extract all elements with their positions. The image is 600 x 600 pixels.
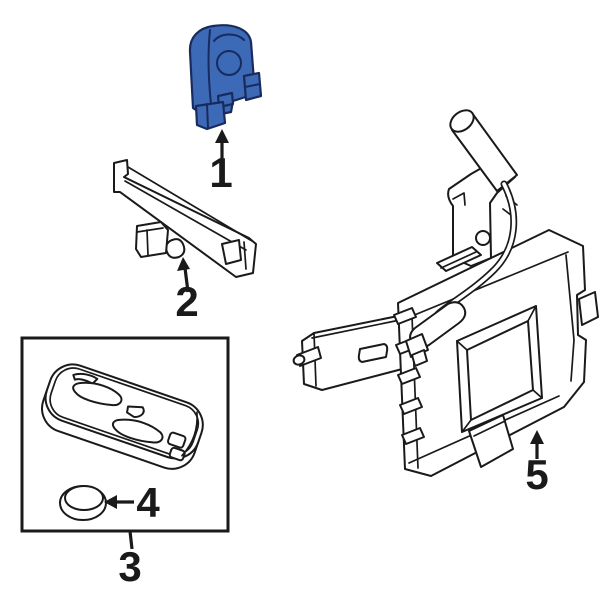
module-bracket-hole (475, 230, 491, 246)
module-bottom-connector-line (473, 420, 506, 437)
callout-5-arrow-head (530, 430, 544, 444)
callout-5[interactable]: 5 (525, 430, 549, 498)
callout-2-label: 2 (175, 278, 198, 325)
remote-face-seam (49, 367, 200, 456)
module-plug-nub (411, 349, 428, 367)
module-panel-corner-1 (456, 340, 468, 351)
part-2-antenna-assembly[interactable] (113, 159, 257, 278)
antenna-bar-end-line (243, 241, 247, 270)
part-1-connector-line (206, 103, 209, 129)
antenna-mount-block-edge (146, 229, 149, 256)
arm-slot (357, 343, 389, 363)
arm-length-line (311, 319, 401, 339)
part-5-control-module[interactable] (292, 106, 599, 477)
antenna-bar-chamfer-line (124, 180, 247, 251)
smart-key-remote[interactable] (36, 358, 210, 475)
module-clip-5 (401, 427, 425, 445)
part-1-highlighted-component[interactable] (188, 24, 263, 131)
module-right-tab (578, 291, 599, 326)
part-3-kit-box[interactable] (20, 336, 230, 533)
antenna-bar-crease-line (127, 166, 253, 242)
part-4-coin-battery[interactable] (59, 485, 107, 521)
remote-end-seam (181, 411, 198, 457)
module-clip-4 (399, 397, 423, 415)
antenna-bar-bump (165, 238, 186, 259)
callout-1-label: 1 (209, 149, 232, 196)
remote-lock-button (72, 381, 123, 407)
arm-stud-cap (292, 354, 306, 366)
module-panel-corner-2 (527, 305, 537, 322)
remote-ring-slot-upper (167, 431, 187, 449)
module-top-tab-line (440, 251, 477, 269)
module-panel-corner-4 (461, 419, 472, 433)
callout-3-label: 3 (118, 543, 141, 590)
callout-4[interactable]: 4 (104, 479, 160, 526)
antenna-mount-block-line (136, 227, 164, 233)
callout-4-label: 4 (136, 479, 160, 526)
remote-ring-slot-lower (168, 446, 186, 462)
part-1-face-arc (213, 33, 245, 42)
callout-2-arrow-line (183, 267, 190, 293)
antenna-bar-outline (113, 159, 257, 278)
antenna-bar-end-recess (221, 239, 242, 265)
callout-3-leader-line (128, 530, 134, 550)
callout-1[interactable]: 1 (209, 129, 233, 196)
remote-triangle-button (126, 405, 145, 418)
callout-2[interactable]: 2 (175, 257, 199, 325)
callout-1-arrow-head (215, 129, 229, 143)
module-right-inner-edge (565, 254, 575, 382)
callout-4-arrow-head (104, 495, 117, 509)
part-1-ring-detail (216, 50, 242, 76)
module-antenna-cap (449, 109, 475, 133)
remote-unlock-button (111, 418, 164, 444)
battery-top-face (64, 485, 104, 511)
module-bottom-connector (468, 414, 514, 468)
module-panel-corner-3 (532, 389, 543, 399)
module-front-top-edge (411, 251, 569, 317)
module-clip-1 (393, 307, 417, 325)
part-1-side-tab-line (244, 83, 261, 88)
module-clip-3 (397, 367, 421, 385)
part-1-connector (194, 100, 227, 131)
module-bracket-hook-line (452, 192, 466, 206)
callout-5-label: 5 (525, 451, 548, 498)
callout-2-arrow-head (177, 257, 190, 271)
callout-3[interactable]: 3 (118, 530, 142, 590)
